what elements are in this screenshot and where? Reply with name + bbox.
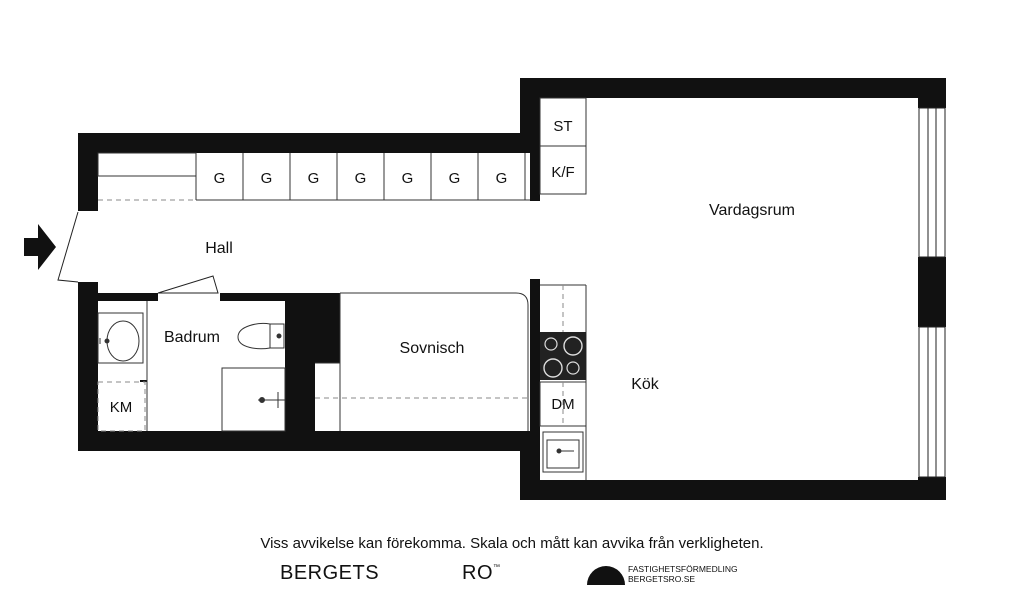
trademark-symbol: ™ [493,564,501,571]
kitchen-sink-icon [542,431,584,473]
st-cabinet-label: ST [553,118,572,135]
wardrobe-label: G [261,170,273,187]
disclaimer-text: Viss avvikelse kan förekomma. Skala och … [260,535,764,552]
room-label-hall: Hall [205,240,233,257]
floor-plan: G G G G G G G ST K/F DM [24,78,946,500]
wardrobe-label: G [214,170,226,187]
agency-text: FASTIGHETSFÖRMEDLING BERGETSRO.SE [628,564,738,584]
room-label-badrum: Badrum [164,329,220,346]
wardrobe-label: G [308,170,320,187]
kitchen-counter [539,284,587,480]
walls [78,78,946,500]
kitchen-upper-cabinets [539,97,587,195]
kf-cabinet-label: K/F [551,164,574,181]
room-label-kok: Kök [631,376,660,393]
bathroom-door [157,275,219,294]
brand-logo-ro: RO™ [462,562,501,585]
windows [918,107,946,478]
wardrobe-label: G [449,170,461,187]
agency-line-1: FASTIGHETSFÖRMEDLING [628,564,738,574]
wardrobe-label: G [402,170,414,187]
wardrobe-label: G [496,170,508,187]
agency-line-2: BERGETSRO.SE [628,574,696,584]
half-circle-icon [587,566,625,585]
room-label-sovnisch: Sovnisch [400,340,465,357]
wardrobe-labels: G G G G G G G [214,170,508,187]
entry-door [57,211,79,283]
dm-cabinet-label: DM [551,396,574,413]
brand-ro-text: RO [462,562,493,584]
bathroom-fixtures [97,301,286,432]
brand-logo-bergets: BERGETS [280,562,380,584]
km-cabinet-label: KM [110,399,133,416]
wardrobe-row [97,152,530,201]
entry-arrow-icon [24,224,56,270]
room-label-vardagsrum: Vardagsrum [709,202,795,219]
sleeping-alcove [315,292,530,431]
wardrobe-label: G [355,170,367,187]
stove-icon [540,332,586,380]
